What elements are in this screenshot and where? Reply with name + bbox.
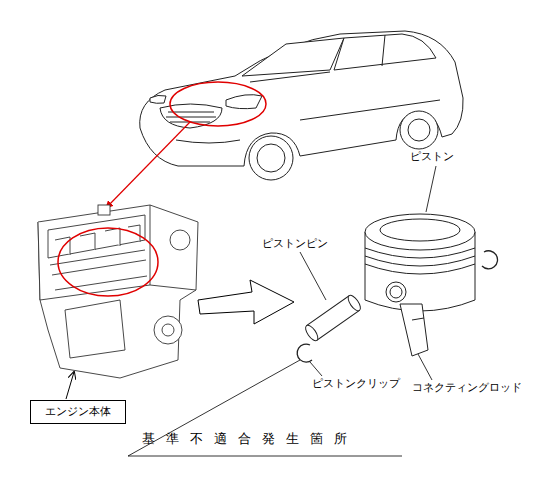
pin-hole — [390, 286, 402, 298]
window-pillar — [382, 35, 385, 66]
leader-line — [310, 362, 322, 376]
piston-clip — [297, 344, 312, 362]
car-body — [140, 31, 463, 166]
car-drawing — [140, 31, 463, 180]
underline — [128, 456, 402, 457]
piston-pin-drawing — [303, 293, 362, 342]
hood-line — [250, 72, 330, 82]
engine-drawing — [38, 205, 198, 378]
block-detail — [50, 250, 147, 290]
front-wheel — [249, 136, 293, 180]
connecting-rod — [400, 304, 428, 356]
highlight-ellipse — [58, 228, 158, 296]
head-detail — [55, 225, 140, 255]
rod-detail — [412, 318, 424, 320]
engine-block — [38, 205, 198, 378]
headlight — [150, 95, 166, 103]
box-text: エンジン本体 — [45, 405, 111, 419]
pulley — [154, 316, 182, 344]
part-name: ピストンクリップ — [312, 377, 400, 391]
cap — [98, 205, 110, 215]
callout-text: 基準不適合発生箇所 — [142, 432, 358, 446]
flow-arrow — [198, 280, 294, 324]
cylinder-head — [48, 215, 145, 258]
part-name: ピストン — [410, 150, 454, 164]
leader-line — [106, 122, 190, 208]
piston-clip — [482, 251, 498, 269]
leader-line — [300, 252, 326, 300]
headlight — [226, 95, 262, 109]
rear-wheel — [400, 111, 438, 149]
wheel-rim — [408, 119, 430, 141]
pulley-hub — [162, 324, 174, 336]
label-box: エンジン本体 — [30, 400, 126, 424]
wheel-rim — [257, 144, 285, 172]
bumper-line — [176, 140, 240, 143]
oil-pan — [65, 300, 125, 358]
grille — [160, 104, 222, 128]
pin-end — [303, 323, 320, 342]
highlight-ellipse — [170, 82, 266, 126]
block-edge — [150, 205, 151, 285]
crown-recess — [380, 219, 460, 241]
leader-line — [418, 354, 432, 380]
part-name: コネクティングロッド — [412, 381, 522, 395]
piston-ring — [365, 248, 475, 274]
side-window — [334, 34, 436, 70]
pulley — [170, 230, 190, 250]
pin-boss — [386, 282, 406, 302]
windshield — [242, 38, 344, 76]
leader-line — [426, 166, 436, 212]
part-name: ピストンピン — [262, 237, 328, 251]
piston-crown — [365, 214, 475, 250]
leader-line — [66, 372, 74, 399]
pin-end — [346, 293, 363, 312]
piston-drawing — [365, 214, 475, 356]
